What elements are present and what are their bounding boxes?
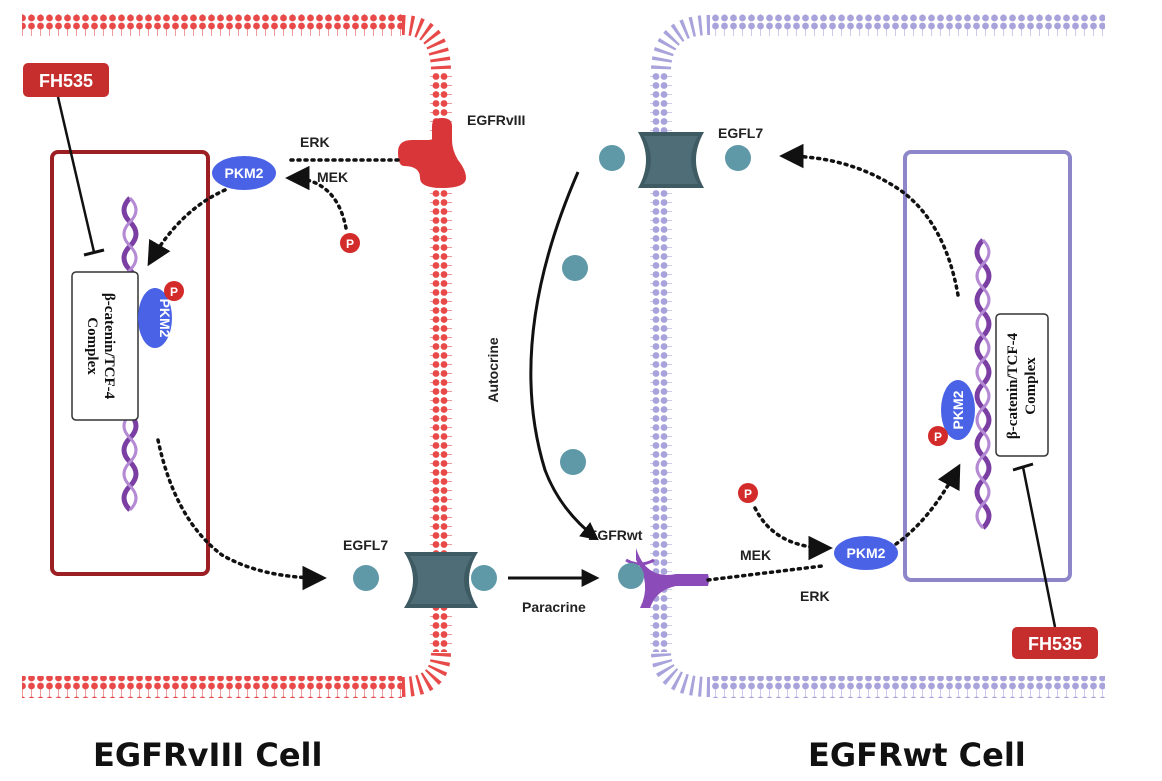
egfrviii-label: EGFRvIII [467, 112, 525, 128]
mek-left-label: MEK [317, 169, 348, 185]
pkm2-nuclear-right-label: PKM2 [950, 390, 966, 429]
autocrine-label: Autocrine [485, 337, 501, 403]
egfrviii-receptor [398, 118, 466, 188]
phospho-label: P [744, 487, 752, 501]
egfl7-top-label: EGFL7 [718, 125, 763, 141]
phospho-circle-icon [164, 281, 184, 301]
fh535-right: FH535 [1012, 462, 1098, 659]
egfl7-ligand-icon [562, 255, 588, 281]
egfrviii-nucleus-box [50, 150, 210, 576]
egfrwt-receptor [625, 548, 709, 608]
paracrine-label: Paracrine [522, 599, 586, 615]
pkm2-cytoplasmic-left: PKM2 [212, 156, 276, 190]
pkm2-nuclear-right: PKM2 P [928, 380, 975, 446]
pkm2-nuclear-left-label: PKM2 [157, 299, 173, 338]
complex-label-line1-left: β-catenin/TCF-4 [101, 293, 117, 400]
fh535-left-label: FH535 [39, 71, 93, 91]
pkm2-nuclear-translocation-arrow-right [894, 463, 961, 546]
egfrwt-cell-title: EGFRwt Cell [808, 736, 1026, 774]
egfl7-ligand-icon [725, 145, 751, 171]
phospho-circle-icon [340, 233, 360, 253]
complex-label-line2-left: Complex [84, 317, 100, 375]
egfl7-ligand-icon [560, 449, 586, 475]
erk-left-label: ERK [300, 134, 330, 150]
complex-label-line2-right: Complex [1023, 357, 1039, 415]
egfl7-ligand-icon [471, 565, 497, 591]
egfl7-ligand-icon [353, 565, 379, 591]
egfrviii-cell-membrane [22, 14, 452, 698]
dna-helix-right [974, 238, 992, 530]
mek-erk-signal-right [706, 564, 824, 582]
egfl7-bottom-label: EGFL7 [343, 537, 388, 553]
pkm2-cytoplasmic-right: PKM2 [834, 536, 898, 570]
autocrine-arrow [529, 171, 599, 541]
egfl7-ligand-icon [599, 145, 625, 171]
phospho-circle-icon [738, 483, 758, 503]
beta-catenin-complex-left: β-catenin/TCF-4 Complex [71, 271, 139, 421]
egfrviii-cell-title: EGFRvIII Cell [93, 736, 322, 774]
pkm2-right-label: PKM2 [847, 545, 886, 561]
mek-right-label: MEK [740, 547, 771, 563]
phospho-right: P [738, 483, 758, 503]
phospho-label: P [934, 430, 942, 444]
phosphorylation-arrow-right [753, 506, 833, 561]
egfrwt-cell-membrane [650, 14, 1105, 698]
beta-catenin-complex-right: β-catenin/TCF-4 Complex [995, 313, 1049, 457]
egfrwt-label: EGFRwt [588, 527, 643, 543]
pkm2-nuclear-translocation-arrow-left [147, 188, 227, 267]
fh535-left: FH535 [23, 63, 109, 257]
egfl7-expression-arrow-right [779, 143, 960, 297]
egfl7-ligand-icon [618, 563, 644, 589]
pkm2-nuclear-left: PKM2 P [138, 281, 184, 348]
transmembrane-channel-icon [404, 552, 478, 608]
fh535-right-label: FH535 [1028, 634, 1082, 654]
phospho-label: P [346, 237, 354, 251]
phospho-left: P [340, 233, 360, 253]
phospho-label: P [170, 285, 178, 299]
erk-right-label: ERK [800, 588, 830, 604]
phosphorylation-arrow-left [285, 165, 348, 230]
complex-label-line1-right: β-catenin/TCF-4 [1005, 332, 1021, 439]
transmembrane-channel-icon [638, 132, 704, 188]
egfrwt-nucleus-box [903, 150, 1072, 582]
pkm2-left-label: PKM2 [225, 165, 264, 181]
phospho-circle-icon [928, 426, 948, 446]
egfl7-expression-arrow-left [156, 438, 327, 591]
